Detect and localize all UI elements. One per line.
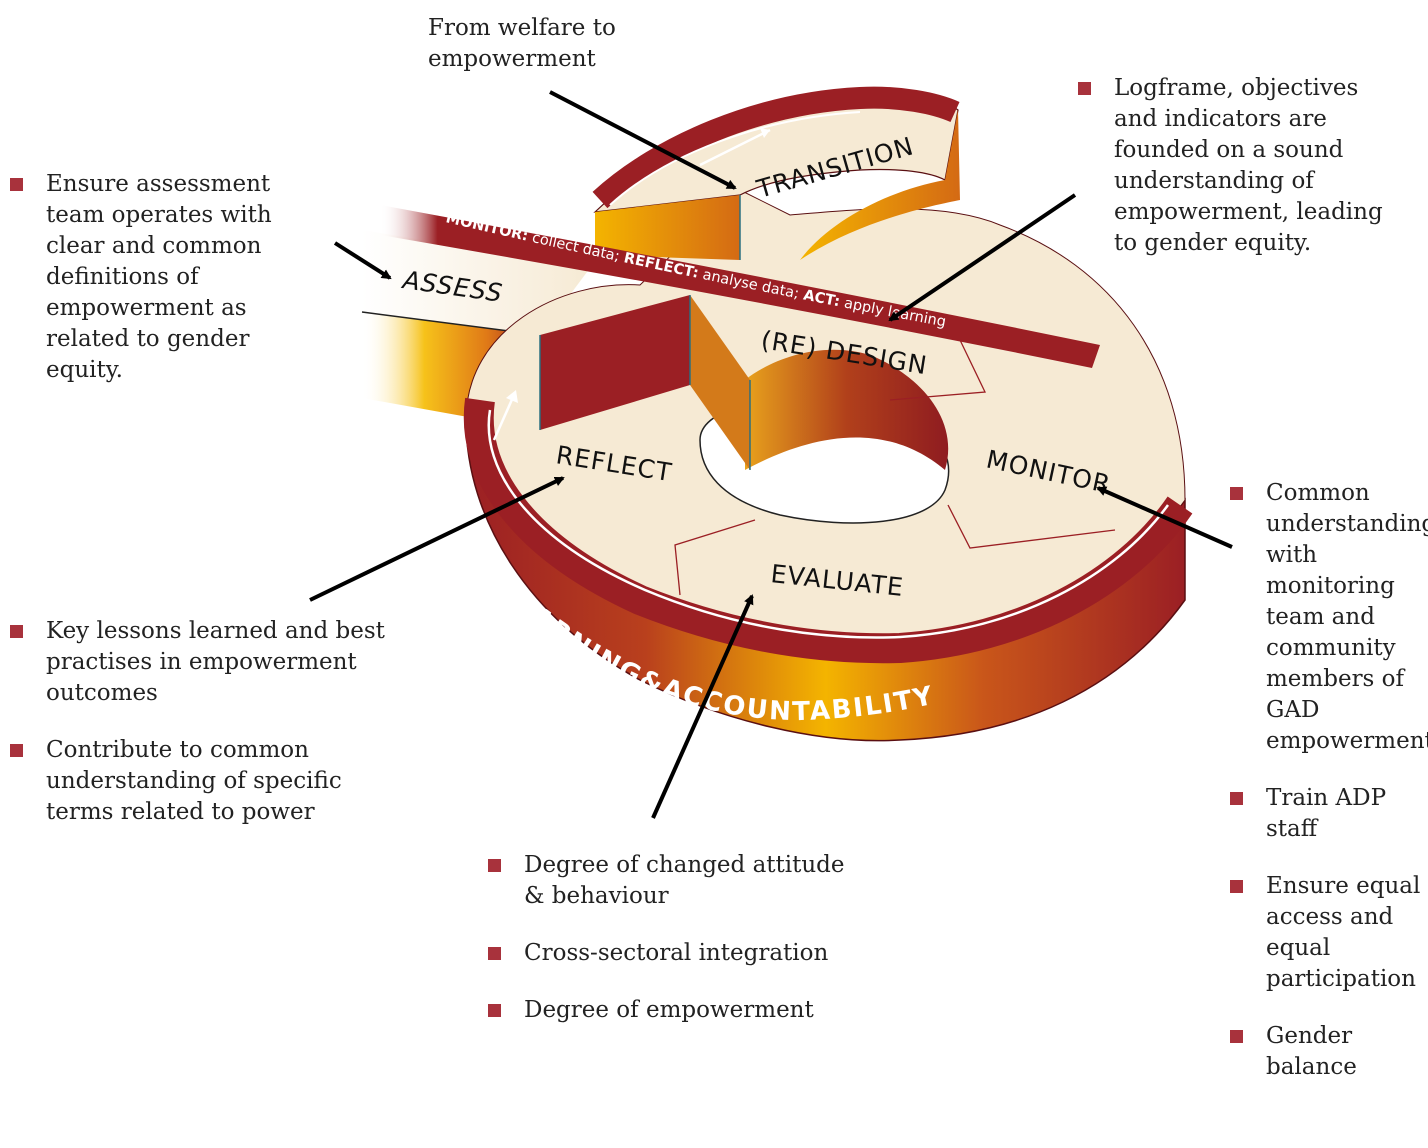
arrow-to-assess [333, 241, 392, 280]
note-item: Gender balance [1230, 1021, 1426, 1083]
arrow-to-monitor [1096, 486, 1233, 549]
note-item: Degree of changed attitude & behaviour [488, 850, 848, 912]
arrow-to-evaluate [651, 594, 754, 819]
mra-band [380, 205, 1100, 368]
note-item: Cross-sectoral integration [488, 938, 848, 969]
note-item: Contribute to common understanding of sp… [10, 735, 390, 828]
note-item: Ensure equal access and equal participat… [1230, 871, 1426, 995]
note-item: Key lessons learned and best practises i… [10, 616, 390, 709]
transition-end-face [800, 110, 960, 260]
note-reflect: Key lessons learned and best practises i… [10, 616, 390, 828]
note-item: Degree of empowerment [488, 995, 848, 1026]
arrow-to-reflect [309, 476, 565, 602]
ring-rim-line [487, 409, 1170, 639]
assess-strip-top [362, 230, 590, 335]
arrow-to-redesign [888, 193, 1077, 322]
arrow-to-transition [549, 90, 737, 190]
note-item: Train ADP staff [1230, 783, 1426, 845]
note-item: Common understanding with monitoring tea… [1230, 478, 1428, 757]
transition-flow-arrow [760, 128, 770, 138]
note-item: Logframe, objectives and indicators are … [1078, 73, 1408, 259]
step-face-2 [690, 295, 750, 470]
note-monitor: Common understanding with monitoring tea… [1230, 478, 1428, 1083]
note-item: Ensure assessment team operates with cle… [10, 169, 330, 386]
transition-rim [592, 86, 960, 209]
step-face-1 [540, 295, 690, 430]
rim-flow-arrow [506, 390, 518, 403]
note-redesign: Logframe, objectives and indicators are … [1078, 73, 1408, 259]
note-evaluate: Degree of changed attitude & behaviour C… [488, 850, 848, 1026]
ring-rim-band [463, 397, 1193, 664]
note-assess: Ensure assessment team operates with cle… [10, 169, 330, 386]
ring-inner-wall [745, 349, 949, 470]
label-welfare-to-empowerment: From welfare to empowerment [428, 15, 616, 72]
transition-side [595, 195, 740, 260]
